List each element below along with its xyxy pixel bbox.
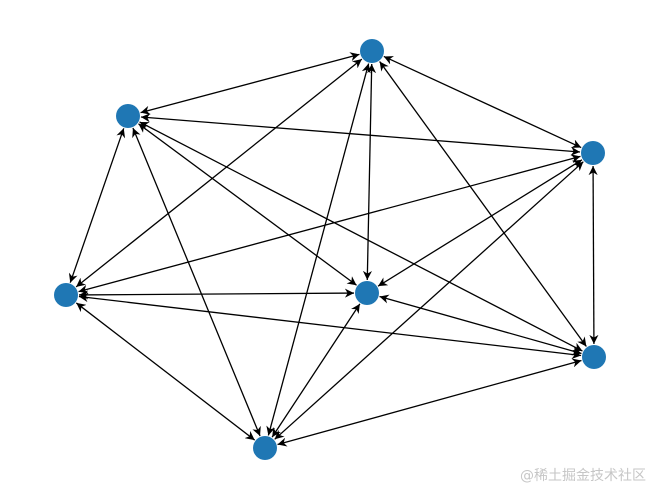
edge-C-F bbox=[588, 165, 599, 345]
node-B bbox=[116, 104, 140, 128]
edge-B-F bbox=[139, 121, 583, 352]
edge-A-C bbox=[383, 55, 582, 149]
edge-C-D bbox=[78, 154, 581, 294]
edge-C-G bbox=[274, 161, 584, 440]
edge-A-B bbox=[140, 52, 360, 115]
node-G bbox=[253, 436, 277, 460]
edge-A-E bbox=[362, 63, 377, 281]
edge-D-F bbox=[78, 293, 582, 359]
edge-B-D bbox=[68, 128, 126, 283]
node-D bbox=[54, 283, 78, 307]
node-E bbox=[355, 281, 379, 305]
node-F bbox=[582, 345, 606, 369]
edge-F-G bbox=[277, 358, 582, 447]
watermark-text: @稀土掘金技术社区 bbox=[520, 468, 646, 484]
edge-A-D bbox=[75, 58, 363, 288]
edge-B-E bbox=[138, 123, 357, 286]
node-C bbox=[581, 141, 605, 165]
edge-E-F bbox=[379, 294, 582, 356]
edge-D-E bbox=[78, 288, 355, 300]
node-A bbox=[360, 39, 384, 63]
edge-A-F bbox=[379, 61, 587, 347]
edges-group bbox=[68, 52, 599, 447]
edge-A-G bbox=[266, 63, 371, 436]
edge-C-E bbox=[377, 159, 583, 287]
edge-D-G bbox=[75, 302, 256, 441]
nodes-group bbox=[54, 39, 606, 460]
edge-B-C bbox=[140, 113, 581, 156]
